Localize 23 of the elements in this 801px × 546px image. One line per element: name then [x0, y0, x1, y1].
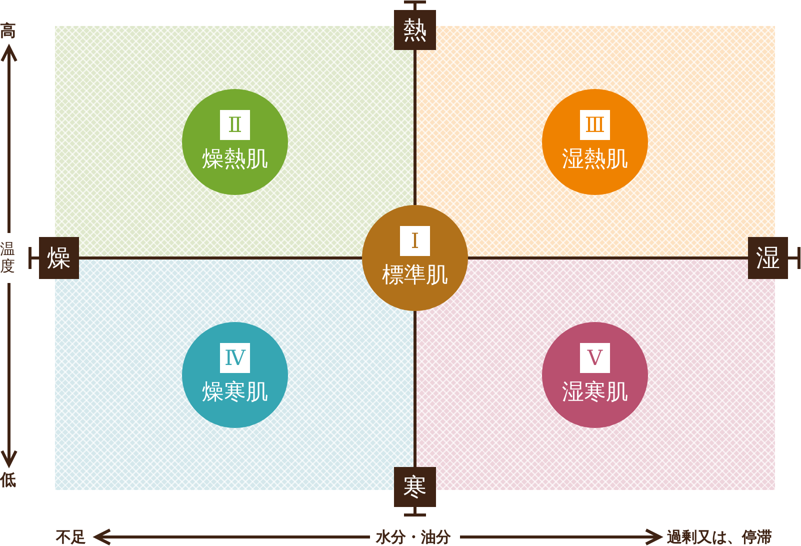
roman-numeral: Ⅲ [580, 110, 610, 140]
axis-label: 高 [0, 22, 16, 40]
axis-label: 水分・油分 [376, 528, 451, 546]
category-label: 燥寒肌 [201, 380, 269, 406]
category-label: 湿熱肌 [561, 147, 629, 173]
axis-label-box: 寒 [394, 467, 436, 507]
axis-line [414, 50, 416, 205]
axis-line [79, 256, 362, 260]
roman-numeral: Ⅱ [220, 110, 250, 140]
axis-line [414, 311, 416, 467]
axis-label-box: 燥 [39, 237, 79, 279]
category-label: 湿寒肌 [561, 380, 629, 406]
axis-label: 過剰又は、停滞 [667, 528, 772, 546]
roman-numeral: Ⅰ [400, 226, 430, 256]
category-label: 燥熱肌 [201, 147, 269, 173]
axis-label: 温度 [0, 241, 16, 275]
roman-numeral: Ⅳ [220, 343, 250, 373]
axis-label-box: 湿 [748, 237, 788, 279]
roman-numeral: Ⅴ [580, 343, 610, 373]
category-label: 標準肌 [381, 263, 449, 289]
axis-label-box: 熱 [394, 10, 436, 50]
axis-line [468, 256, 748, 260]
axis-label: 不足 [56, 528, 86, 546]
